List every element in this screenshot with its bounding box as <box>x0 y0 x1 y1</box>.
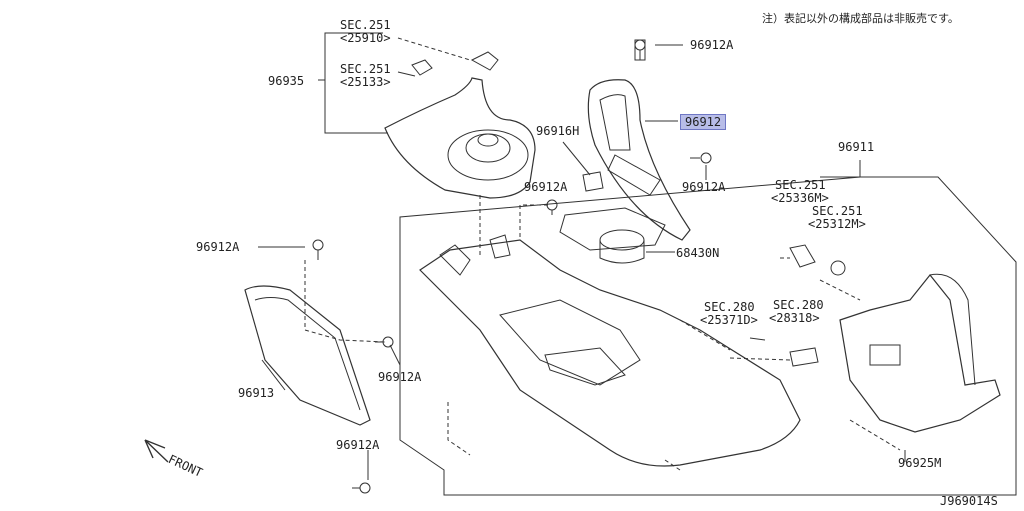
screw-96912a-mid <box>546 199 558 215</box>
label-sec280-b: SEC.280 <box>773 298 824 312</box>
label-96916h: 96916H <box>536 124 580 138</box>
front-arrow-icon <box>144 439 169 463</box>
label-sec251-c-ref: <25336M> <box>771 191 829 205</box>
label-96912a-bottom: 96912A <box>336 438 380 452</box>
label-sec251-d: SEC.251 <box>812 204 863 218</box>
screw-96912a-left <box>312 239 324 260</box>
label-sec251-d-ref: <25312M> <box>808 217 866 231</box>
part-96916h <box>582 171 604 192</box>
frame-96911 <box>399 176 1017 496</box>
label-sec280-b-ref: <28318> <box>769 311 820 325</box>
screw-96912a-bottom <box>352 482 371 494</box>
label-sec251-c: SEC.251 <box>775 178 826 192</box>
leader-sec251a <box>397 37 471 61</box>
label-sec280-a: SEC.280 <box>704 300 755 314</box>
part-28318 <box>789 347 819 367</box>
label-96935: 96935 <box>268 74 305 88</box>
bracket-96935 <box>324 32 388 134</box>
label-sec280-a-ref: <25371D> <box>700 313 758 327</box>
part-96912 <box>587 79 691 241</box>
leader-96912a-lowmid <box>389 344 401 366</box>
part-96935 <box>384 77 536 199</box>
leader-sec251b <box>397 71 416 77</box>
diagram-id: J969014S <box>940 494 998 508</box>
leader-96913 <box>261 359 286 391</box>
label-96912a-top: 96912A <box>690 38 734 52</box>
label-sec251-a-ref: <25910> <box>340 31 391 45</box>
dash-96913 <box>304 260 386 343</box>
label-96913: 96913 <box>238 386 275 400</box>
label-68430n: 68430N <box>676 246 720 260</box>
label-sec251-b-ref: <25133> <box>340 75 391 89</box>
label-96911: 96911 <box>838 140 875 154</box>
screw-96912a-top <box>634 39 646 60</box>
label-96912a-lowmid: 96912A <box>378 370 422 384</box>
label-sec251-b: SEC.251 <box>340 62 391 76</box>
label-sec251-a: SEC.251 <box>340 18 391 32</box>
part-25336m <box>789 244 816 268</box>
label-96912a-right: 96912A <box>682 180 726 194</box>
part-switch-panel <box>559 207 666 251</box>
label-96912-highlighted[interactable]: 96912 <box>680 114 727 130</box>
label-96925m: 96925M <box>898 456 942 470</box>
label-96912a-mid: 96912A <box>524 180 568 194</box>
part-96913 <box>244 285 371 426</box>
note-text: 注）表記以外の構成部品は非販売です。 <box>762 12 959 25</box>
part-96911 <box>419 239 801 467</box>
label-96912a-left: 96912A <box>196 240 240 254</box>
leader-96912a-mid <box>519 204 548 240</box>
screw-96912a-right <box>690 152 712 164</box>
screw-96912a-lowmid <box>375 336 394 348</box>
part-96925m <box>839 274 1001 433</box>
leader-96916h <box>562 141 591 176</box>
